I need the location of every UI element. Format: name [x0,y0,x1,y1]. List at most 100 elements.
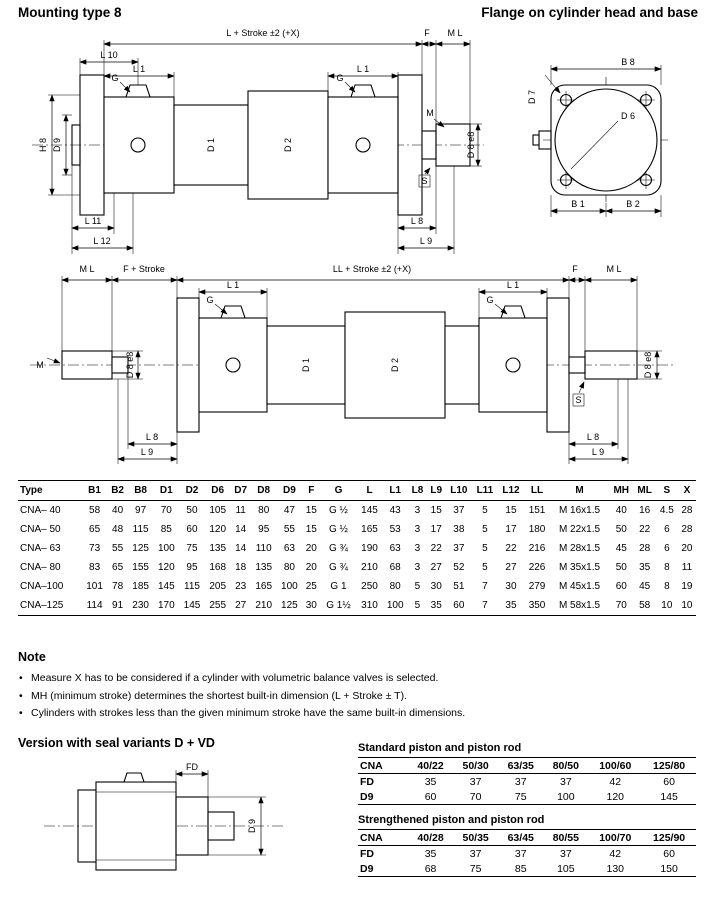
column-header: 100/60 [599,759,632,772]
drawing-cylinder-side-view: L + Stroke ±2 (+X) F M L L 10 L 1 L 1 G … [32,28,484,254]
value-cell: 114 [86,600,103,611]
value-cell: 120 [209,524,227,535]
column-header: MH [613,485,630,496]
strengthened-piston-title: Strengthened piston and piston rod [358,814,545,826]
value-cell: 155 [132,562,149,573]
column-header: 40/28 [417,831,444,844]
value-cell: 95 [258,524,270,535]
dim-label-ml-left: M L [79,264,94,274]
column-header: B1 [88,485,101,496]
value-cell: 75 [186,543,198,554]
value-cell: 5 [482,505,488,516]
note-list: Measure X has to be considered if a cyli… [18,672,688,719]
rod-label-s: S [421,176,427,186]
value-cell: G ½ [329,505,348,516]
value-cell: 135 [209,543,227,554]
value-cell: 30 [505,581,517,592]
rod-label-m: M [36,360,44,370]
value-cell: 150 [660,862,678,875]
dim-label-l8: L 8 [411,216,423,226]
tube-label-d2: D 2 [283,138,293,152]
column-header: L [366,485,373,496]
value-cell: G ½ [329,524,348,535]
cylinder-head-circle [554,88,658,192]
value-cell: 58 [89,505,101,516]
value-cell: 125 [281,600,298,611]
port-label-g-left: G [111,73,118,83]
port-label-g-left: G [206,295,213,305]
value-cell: 8 [664,581,670,592]
value-cell: 6 [664,524,670,535]
dim-label-l10: L 10 [100,50,117,60]
value-cell: 35 [430,600,442,611]
dim-label-l9: L 9 [420,236,432,246]
port-boss-right [350,84,376,98]
cylinder-body [95,781,177,871]
value-cell: 205 [209,581,227,592]
value-cell: G ¾ [329,543,348,554]
value-cell: 4.5 [659,505,674,516]
dim-label-h8: H 8 [38,138,48,152]
rod-thread-right [584,350,638,380]
s-label-box [418,174,431,188]
value-cell: 168 [209,562,227,573]
dim-label-l1-left: L 1 [133,64,145,74]
value-cell: 5 [482,543,488,554]
value-cell: 165 [361,524,378,535]
value-cell: 22 [639,524,651,535]
value-cell: M 45x1.5 [558,581,601,592]
value-cell: 3 [414,524,421,535]
column-header: D6 [211,485,225,496]
value-cell: 11 [235,505,246,516]
value-cell: 5 [414,600,421,611]
value-cell: 5 [482,562,488,573]
dim-label-d8: D 8 e8 [466,132,476,159]
value-cell: M 35x1.5 [558,562,601,573]
dim-label-d8-left: D 8 e8 [125,352,135,379]
value-cell: 185 [132,581,149,592]
value-cell: 120 [157,562,175,573]
value-cell: 6 [664,543,670,554]
column-header: L10 [450,485,468,496]
tube-d1 [266,325,346,405]
value-cell: 95 [186,562,198,573]
value-cell: 10 [681,600,693,611]
value-cell: G 1½ [326,600,351,611]
value-cell: 11 [681,562,693,573]
row-label-cell: CNA– 80 [20,562,61,573]
value-cell: 97 [135,505,147,516]
dim-label-fd: FD [186,762,198,772]
row-label-cell: CNA– 50 [20,524,61,535]
column-header: L11 [476,485,494,496]
value-cell: 3 [414,505,421,516]
column-header: ML [637,485,652,496]
value-cell: 7 [482,581,488,592]
column-header: CNA [360,831,383,844]
value-cell: 37 [514,847,527,860]
dim-label-l9-left: L 9 [141,447,153,457]
port-boss [123,772,145,783]
column-header: D9 [282,485,296,496]
value-cell: 91 [112,600,124,611]
column-header: L9 [430,485,443,496]
column-header: 100/70 [599,831,632,844]
column-header: 50/35 [462,831,489,844]
value-cell: 22 [505,543,517,554]
column-header: 80/55 [552,831,579,844]
page-title: Mounting type 8 [18,5,122,20]
value-cell: 190 [361,543,378,554]
column-header: L8 [411,485,424,496]
bolt-hole-centermarks [557,91,655,189]
